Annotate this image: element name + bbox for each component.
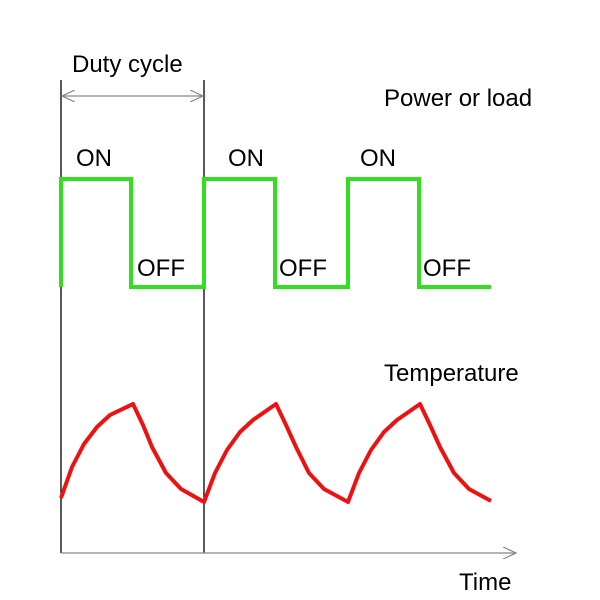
pulse-2-on-label: ON — [228, 145, 264, 172]
pulse-3-off-label: OFF — [423, 255, 471, 282]
pulse-1-off-label: OFF — [137, 255, 185, 282]
time-axis-label: Time — [459, 569, 511, 596]
temperature-curve — [59, 402, 492, 504]
pulse-1-on-label: ON — [76, 145, 112, 172]
pulse-3-on-label: ON — [360, 145, 396, 172]
temperature-label: Temperature — [384, 360, 519, 387]
duty-cycle-label: Duty cycle — [72, 51, 183, 78]
power-signal-waveform — [59, 177, 491, 289]
power-or-load-label: Power or load — [384, 85, 532, 112]
pulse-2-off-label: OFF — [279, 255, 327, 282]
